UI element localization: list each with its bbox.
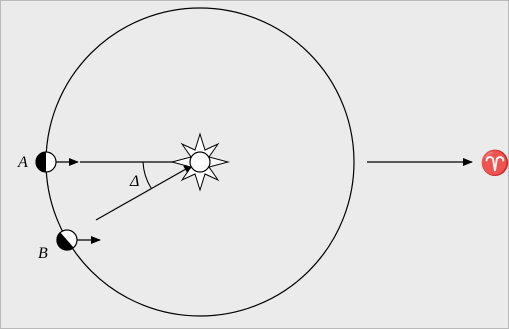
earth-b-label: B — [38, 245, 48, 262]
earth-a-label: A — [17, 154, 28, 171]
vernal-equinox-symbol: ♈ — [480, 149, 509, 177]
angle-label: Δ — [129, 173, 139, 190]
